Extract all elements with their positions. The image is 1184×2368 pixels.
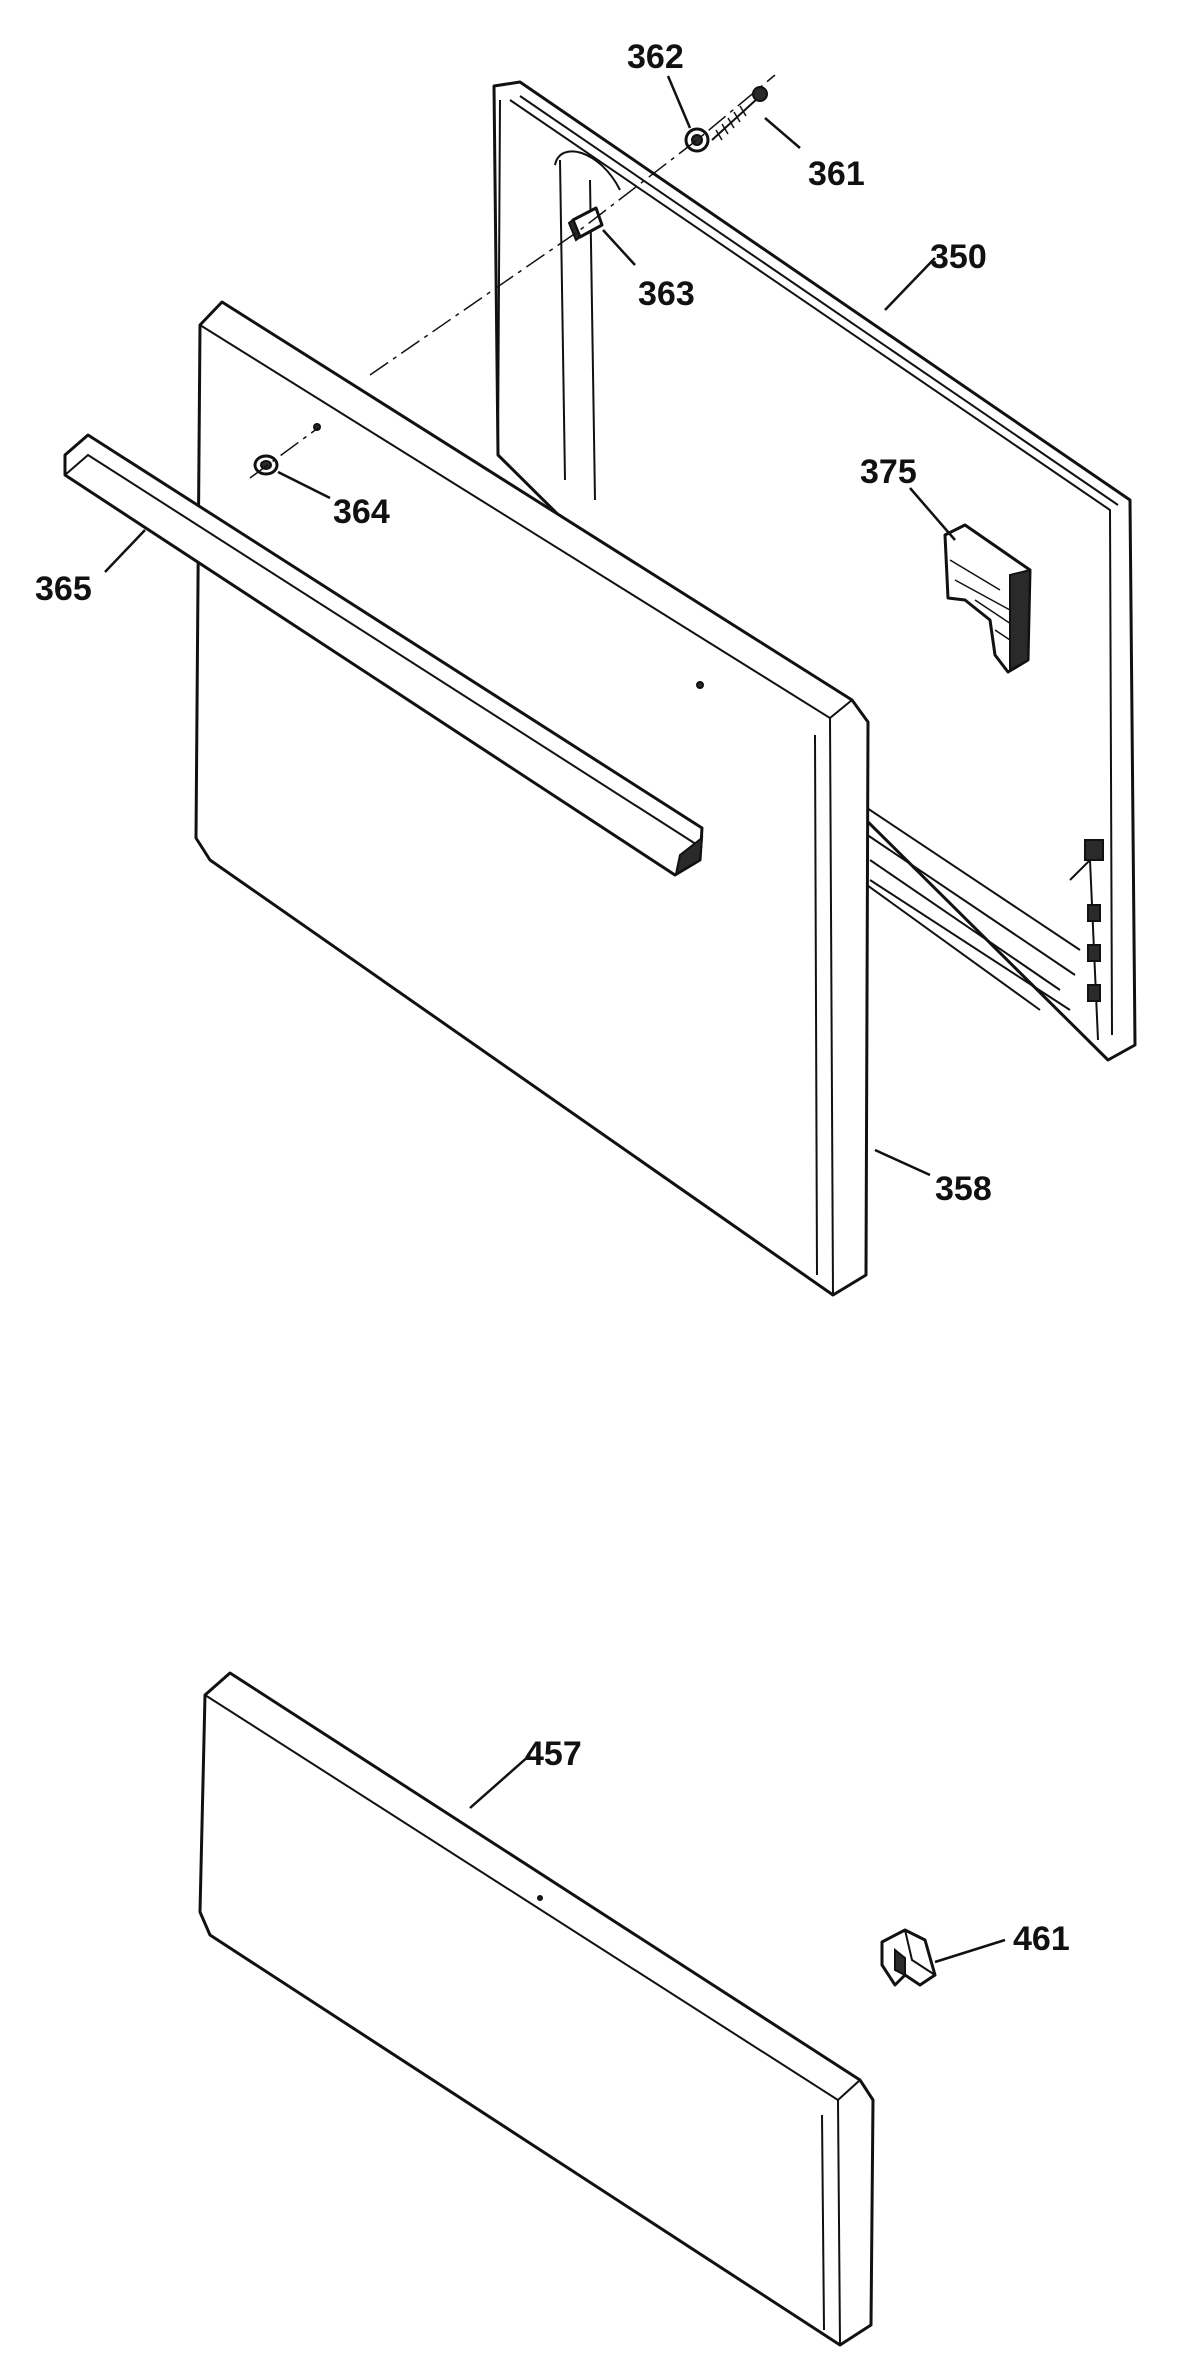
leader-375 [909, 487, 956, 541]
callout-labels: 362 361 363 350 375 364 365 358 457 461 [35, 38, 1070, 1958]
leader-362 [666, 75, 692, 129]
leader-361 [764, 117, 801, 149]
inner-door-panel [492, 80, 1137, 1062]
leader-350 [884, 257, 936, 311]
clip-461 [880, 1928, 937, 1987]
door-handle [63, 433, 704, 877]
leader-457 [469, 1754, 531, 1809]
callout-358: 358 [935, 1170, 992, 1208]
leader-358 [874, 1148, 931, 1177]
outer-door-panel [194, 300, 870, 1297]
callout-350: 350 [930, 238, 987, 276]
insulation-block [943, 523, 1032, 674]
leader-461 [934, 1938, 1006, 1964]
assembly-axis-line [249, 74, 776, 479]
nut-362 [684, 127, 710, 153]
leader-364 [277, 470, 331, 500]
leader-lines [104, 75, 1006, 1964]
leader-365 [104, 529, 146, 573]
drawer-front-panel [198, 1671, 875, 2347]
callout-364: 364 [333, 493, 390, 531]
callout-461: 461 [1013, 1920, 1070, 1958]
callout-361: 361 [808, 155, 865, 193]
callout-457: 457 [525, 1735, 582, 1773]
callout-365: 365 [35, 570, 92, 608]
callout-375: 375 [860, 453, 917, 491]
callout-363: 363 [638, 275, 695, 313]
screw-361 [711, 86, 768, 141]
callout-362: 362 [627, 38, 684, 76]
leader-363 [602, 229, 636, 266]
spacer-363 [567, 206, 604, 242]
